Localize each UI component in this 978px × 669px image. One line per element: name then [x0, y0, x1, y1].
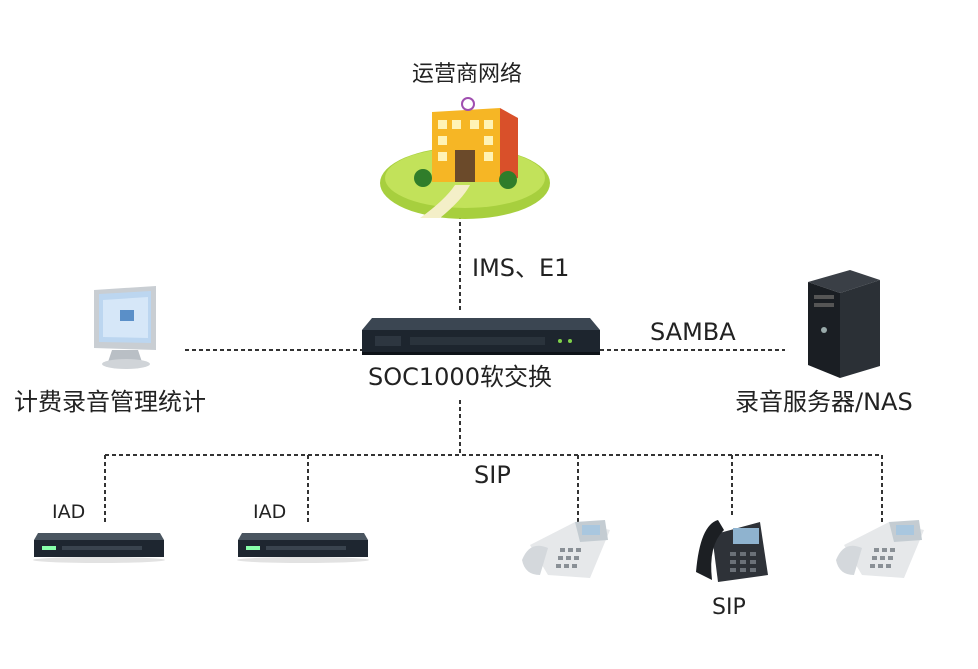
iad-device-icon — [33, 533, 165, 563]
iad2-label: IAD — [253, 501, 287, 523]
billing-label: 计费录音管理统计 — [14, 388, 206, 416]
carrier-network-label: 运营商网络 — [412, 62, 523, 87]
connection-lines — [104, 215, 883, 525]
uplink-link-label: IMS、E1 — [472, 254, 570, 282]
iad-device-icon — [237, 533, 369, 563]
storage-link-label: SAMBA — [650, 318, 736, 346]
building-icon — [380, 97, 550, 219]
desk-phone-icon — [522, 520, 610, 578]
tower-server-icon — [808, 270, 880, 378]
softswitch-label: SOC1000软交换 — [368, 363, 552, 391]
sip-phone-label: SIP — [712, 595, 746, 620]
sip-phone-icon — [696, 520, 768, 582]
recorder-label: 录音服务器/NAS — [735, 388, 913, 416]
rack-server-icon — [362, 318, 600, 355]
access-link-label: SIP — [474, 461, 511, 489]
iad1-label: IAD — [52, 501, 86, 523]
desk-phone-icon — [836, 520, 924, 578]
computer-monitor-icon — [94, 286, 156, 369]
